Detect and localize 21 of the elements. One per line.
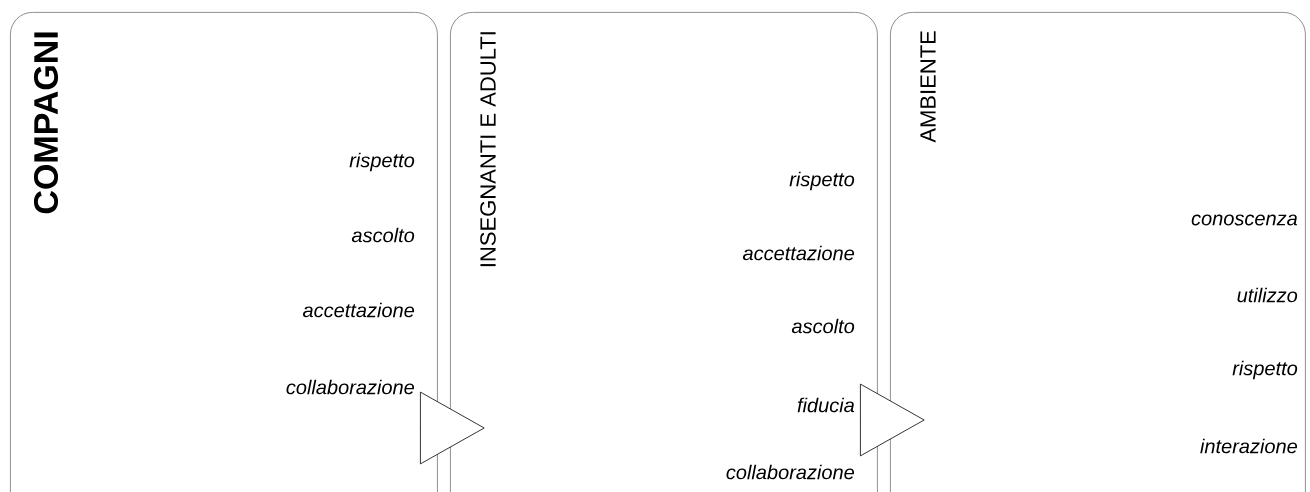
panel-heading: AMBIENTE (920, 31, 936, 143)
list-item: utilizzo (1237, 287, 1298, 303)
chevron-arrow (859, 383, 925, 457)
panel-heading: INSEGNANTI E ADULTI (480, 32, 496, 267)
list-item: interazione (1200, 438, 1298, 454)
list-item: fiducia (797, 397, 855, 413)
list-item: collaborazione (286, 379, 415, 395)
list-item: conoscenza (1191, 214, 1298, 226)
list-item: ascolto (351, 227, 415, 243)
panel (890, 12, 1306, 492)
panel (10, 12, 438, 492)
list-item: accettazione (302, 302, 415, 318)
list-item: rispetto (789, 171, 855, 191)
list-item: ascolto (791, 318, 855, 334)
chevron-arrow (419, 391, 485, 465)
list-item: collaborazione (726, 464, 855, 480)
list-item: rispetto (349, 152, 415, 172)
panel (450, 12, 878, 492)
list-item: rispetto (1232, 360, 1298, 380)
panel-heading: COMPAGNI (33, 32, 59, 214)
list-item: accettazione (742, 245, 855, 261)
